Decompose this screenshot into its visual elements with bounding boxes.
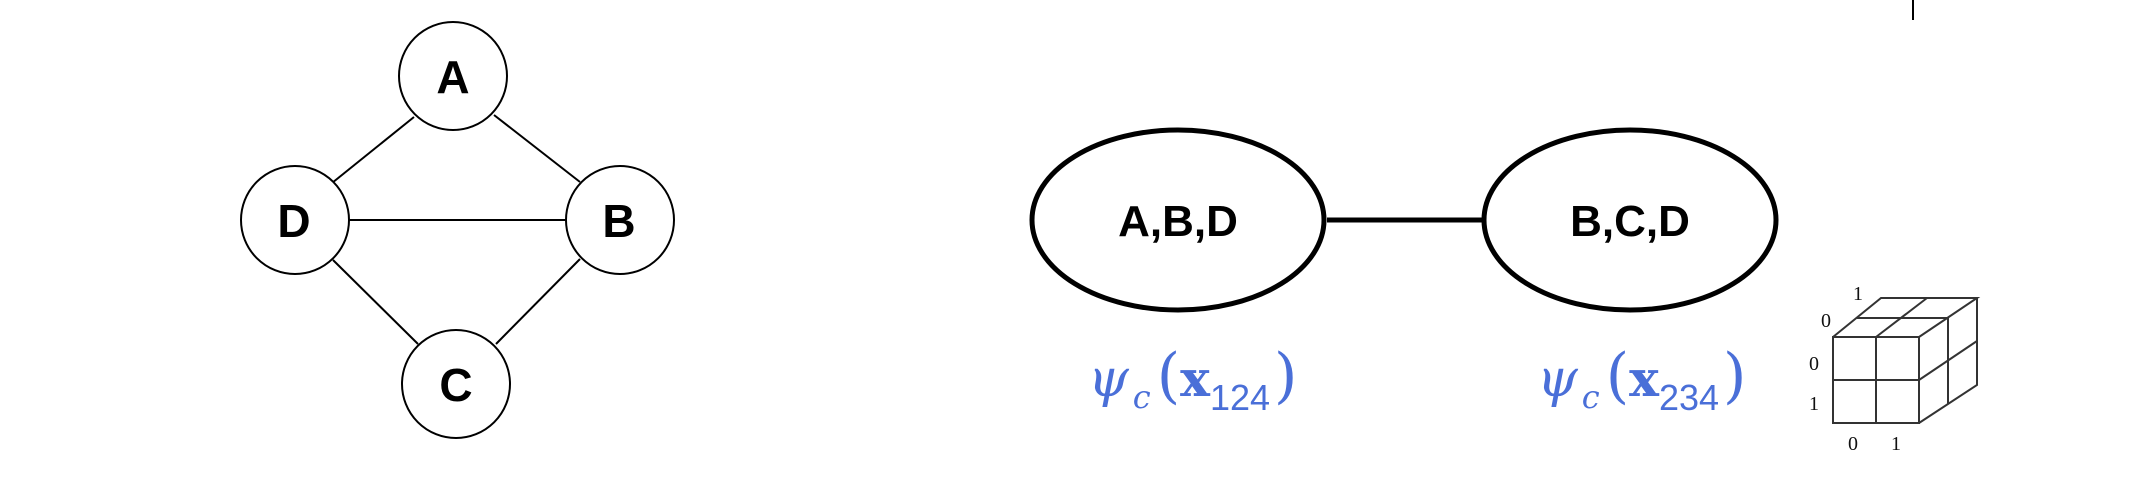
potential-sub: c [1582, 378, 1600, 416]
potential-index: 234 [1659, 377, 1719, 418]
tensor-cube [1832, 297, 1981, 424]
cube-left-label-3: 1 [1809, 393, 1819, 415]
edge-B-C [495, 258, 581, 345]
potential-symbol: ψ [1537, 349, 1579, 409]
node-label-B: B [602, 195, 635, 247]
cube-bottom-label-2: 1 [1891, 433, 1901, 455]
clique-bcd: B,C,D [1481, 127, 1779, 313]
cube-bottom-label-1: 0 [1848, 433, 1858, 455]
edge-D-C [332, 259, 419, 345]
potential-var: x [1629, 349, 1660, 408]
potential-sub: c [1133, 378, 1151, 416]
potential-symbol: ψ [1088, 349, 1130, 409]
edge-A-B [493, 114, 581, 183]
cube-left-label-1: 0 [1821, 310, 1831, 332]
clique-label-bcd: B,C,D [1570, 197, 1690, 246]
cube-top-label: 1 [1853, 283, 1863, 305]
clique-abd: A,B,D [1029, 127, 1327, 313]
edge-A-D [331, 116, 415, 184]
graph-node-B: B [565, 165, 675, 275]
potential-var: x [1180, 349, 1211, 408]
node-label-C: C [439, 359, 472, 411]
potential-index: 124 [1210, 377, 1270, 418]
node-label-D: D [277, 195, 310, 247]
node-label-A: A [436, 51, 469, 103]
graph-node-A: A [398, 21, 508, 131]
clique-label-abd: A,B,D [1118, 197, 1238, 246]
graph-node-D: D [240, 165, 350, 275]
graph-node-C: C [401, 329, 511, 439]
cube-left-label-2: 0 [1809, 353, 1819, 375]
graph-edges [331, 114, 581, 345]
